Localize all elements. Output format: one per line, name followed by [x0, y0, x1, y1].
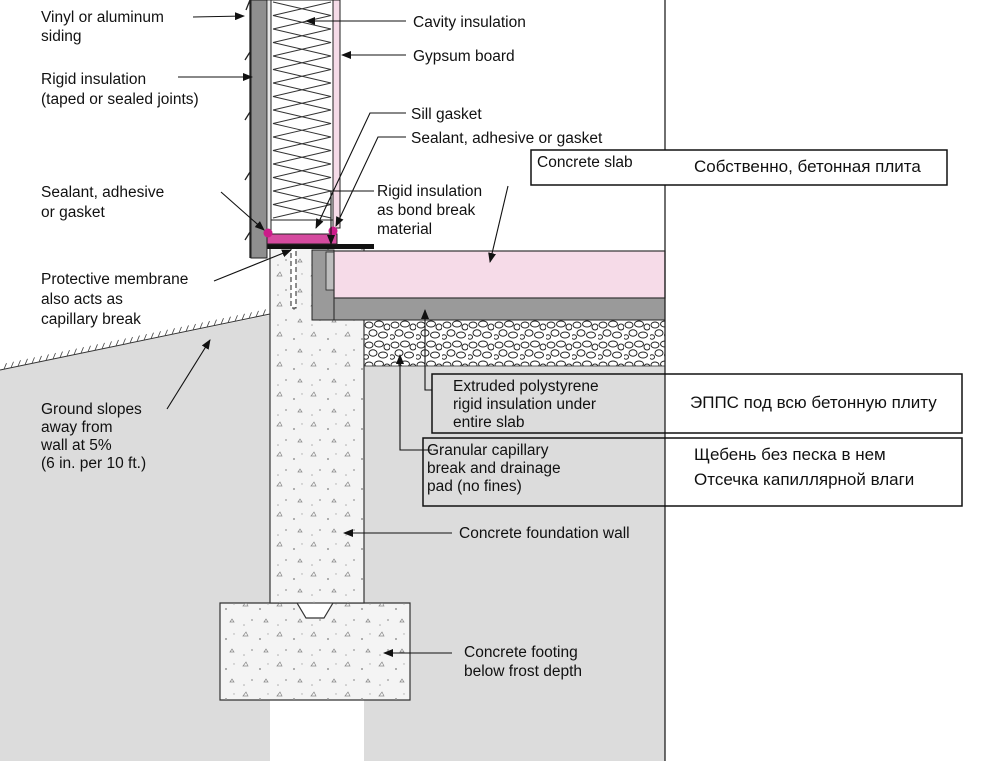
label-xps: Extruded polystyrene rigid insulation un…: [453, 378, 603, 431]
granular-annotation-box: [422, 437, 963, 507]
label-cavity-insulation: Cavity insulation: [413, 14, 526, 31]
ground-interior: [364, 366, 665, 761]
stud-cavity: [270, 0, 334, 221]
xps-annotation-box: [431, 373, 963, 434]
bottom-plate: [270, 219, 334, 235]
grass-hatching: [3, 309, 266, 370]
wall-sheathing: [266, 0, 272, 235]
edge-insulation-strip: [325, 251, 335, 291]
label-sill-gasket: Sill gasket: [411, 106, 482, 123]
annotation-slab-ru: Собственно, бетонная плита: [694, 157, 921, 176]
label-concrete-slab: Concrete slab: [537, 154, 633, 171]
label-granular: Granular capillary break and drainage pa…: [427, 442, 565, 495]
concrete-slab: [333, 250, 666, 299]
label-gypsum-board: Gypsum board: [413, 48, 515, 65]
ground-area: [0, 315, 270, 761]
vinyl-siding: [244, 0, 251, 258]
annotation-granular-ru: Щебень без песка в нем Отсечка капиллярн…: [694, 445, 914, 489]
label-siding: Vinyl or aluminum siding: [41, 9, 168, 45]
leader-lines: [166, 12, 509, 657]
footing-aggregate: [220, 603, 410, 700]
annotation-xps-ru: ЭППС под всю бетонную плиту: [690, 393, 937, 412]
label-rigid-insulation: Rigid insulation (taped or sealed joints…: [41, 71, 199, 108]
sill-plate: [266, 233, 338, 245]
label-foundation-wall: Concrete foundation wall: [459, 525, 630, 542]
label-sealant-right: Sealant, adhesive or gasket: [411, 130, 603, 147]
gravel-bed: [363, 319, 666, 367]
xps-under-slab: [333, 297, 666, 321]
ground-slope-line: [0, 313, 271, 371]
sealant-bead-left: [263, 228, 273, 238]
protective-membrane: [266, 244, 374, 249]
gypsum-board: [332, 0, 341, 229]
sealant-bead-right: [328, 226, 338, 236]
label-sealant-left: Sealant, adhesive or gasket: [41, 184, 169, 221]
label-protective-membrane: Protective membrane also acts as capilla…: [41, 271, 193, 328]
exterior-rigid-insulation: [250, 0, 268, 259]
label-footing: Concrete footing below frost depth: [464, 644, 582, 680]
label-bond-break: Rigid insulation as bond break material: [377, 183, 486, 238]
label-ground-slopes: Ground slopes away from wall at 5% (6 in…: [40, 401, 146, 472]
slab-annotation-box: [530, 149, 948, 186]
